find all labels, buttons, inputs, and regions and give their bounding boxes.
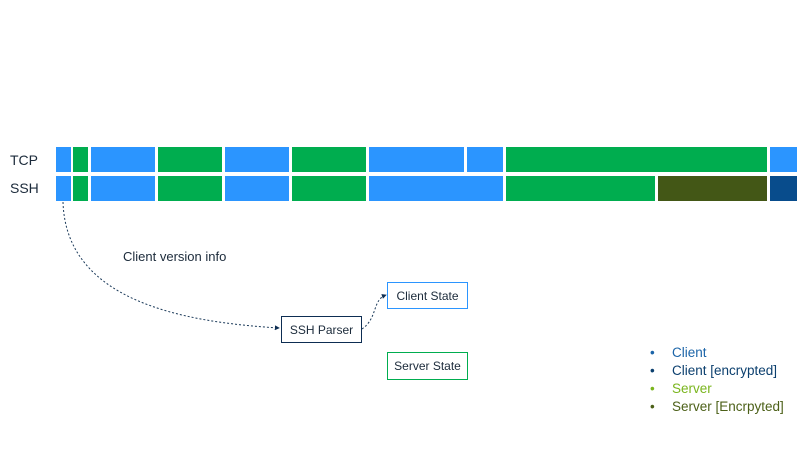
bullet-icon: •	[650, 381, 655, 396]
packet-segment-client-encrypted	[770, 176, 797, 201]
version-info-arrow	[62, 201, 280, 331]
packet-segment-client	[56, 176, 71, 201]
packet-segment-server	[292, 176, 366, 201]
ssh-row-label: SSH	[10, 180, 39, 196]
packet-segment-server	[506, 176, 655, 201]
packet-segment-client	[91, 147, 155, 172]
packet-segment-client	[770, 147, 797, 172]
legend-label: Client	[672, 345, 707, 360]
legend-item-server: • Server	[650, 380, 784, 398]
legend: • Client • Client [encrypted] • Server •…	[650, 344, 784, 416]
packet-segment-client	[225, 176, 289, 201]
packet-segment-client	[56, 147, 71, 172]
legend-item-server-encrypted: • Server [Encrpyted]	[650, 398, 784, 416]
tcp-row-label: TCP	[10, 152, 38, 168]
legend-label: Client [encrypted]	[672, 363, 778, 378]
client-state-box: Client State	[387, 282, 468, 309]
legend-label: Server [Encrpyted]	[672, 399, 784, 414]
packet-segment-client	[369, 147, 464, 172]
legend-item-client-encrypted: • Client [encrypted]	[650, 362, 784, 380]
packet-segment-server	[158, 176, 222, 201]
packet-segment-client	[91, 176, 155, 201]
packet-segment-server	[73, 147, 88, 172]
client-version-info-label: Client version info	[123, 249, 227, 264]
packet-segment-server	[292, 147, 366, 172]
legend-label: Server	[672, 381, 712, 396]
bullet-icon: •	[650, 399, 655, 414]
bullet-icon: •	[650, 345, 655, 360]
server-state-box: Server State	[387, 352, 468, 380]
packet-segment-client	[369, 176, 503, 201]
ssh-parser-box: SSH Parser	[281, 316, 362, 343]
parser-to-client-state-arrow	[361, 294, 387, 330]
packet-segment-client	[467, 147, 503, 172]
packet-segment-server	[506, 147, 767, 172]
packet-segment-server-encrypted	[658, 176, 767, 201]
packet-segment-server	[73, 176, 88, 201]
packet-segment-server	[158, 147, 222, 172]
packet-segment-client	[225, 147, 289, 172]
bullet-icon: •	[650, 363, 655, 378]
legend-item-client: • Client	[650, 344, 784, 362]
